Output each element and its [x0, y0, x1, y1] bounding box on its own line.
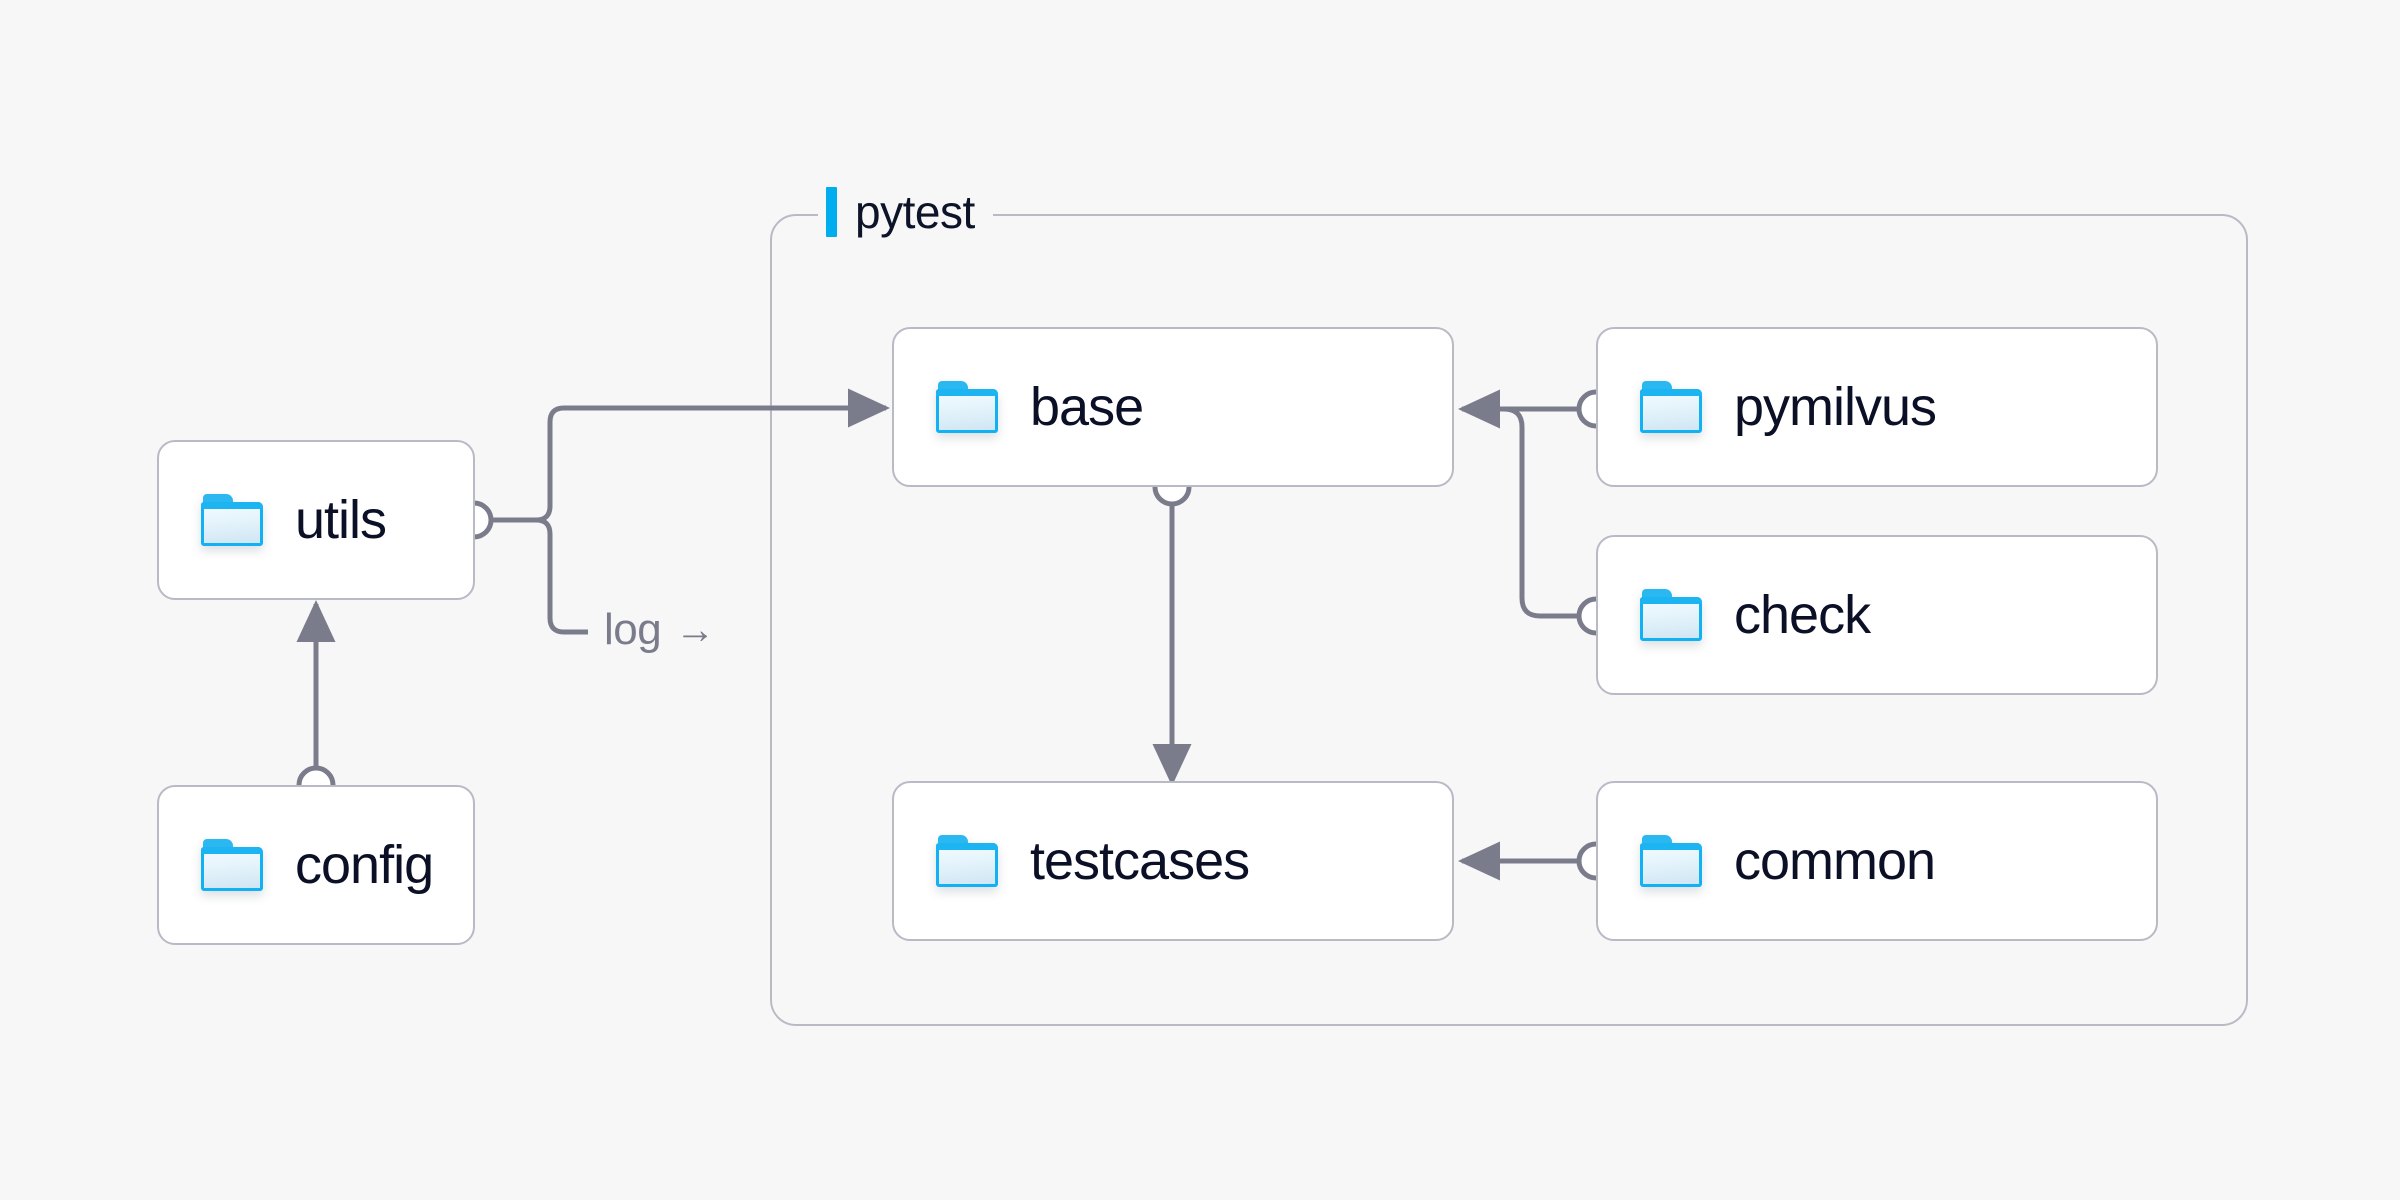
node-common[interactable]: common: [1596, 781, 2158, 941]
node-config[interactable]: config: [157, 785, 475, 945]
folder-icon: [936, 381, 998, 433]
node-label-utils: utils: [295, 490, 387, 550]
node-label-testcases: testcases: [1030, 831, 1250, 891]
vertical-bar-accent-icon: [826, 187, 837, 237]
node-label-pymilvus: pymilvus: [1734, 377, 1937, 437]
node-testcases[interactable]: testcases: [892, 781, 1454, 941]
arrow-right-icon: →: [675, 608, 715, 652]
node-label-common: common: [1734, 831, 1936, 891]
group-label-pytest: pytest: [818, 184, 993, 240]
node-label-config: config: [295, 835, 434, 895]
node-label-base: base: [1030, 377, 1144, 437]
node-base[interactable]: base: [892, 327, 1454, 487]
folder-icon: [1640, 589, 1702, 641]
folder-icon: [201, 839, 263, 891]
edge-label-log: log →: [604, 608, 715, 652]
edge-label-log-text: log: [604, 605, 662, 654]
node-pymilvus[interactable]: pymilvus: [1596, 327, 2158, 487]
edge-common-to-testcases: [1457, 841, 1616, 881]
group-container-pytest[interactable]: [770, 214, 2248, 1026]
folder-icon: [1640, 835, 1702, 887]
folder-icon: [936, 835, 998, 887]
node-utils[interactable]: utils: [157, 440, 475, 600]
node-check[interactable]: check: [1596, 535, 2158, 695]
edge-config-to-utils: [296, 599, 336, 805]
edge-base-to-testcases: [1152, 467, 1192, 787]
edge-pymilvus-check-to-base: [1457, 389, 1616, 636]
group-title: pytest: [855, 186, 975, 238]
folder-icon: [201, 494, 263, 546]
folder-icon: [1640, 381, 1702, 433]
node-label-check: check: [1734, 585, 1871, 645]
edge-utils-branch: [454, 388, 891, 635]
